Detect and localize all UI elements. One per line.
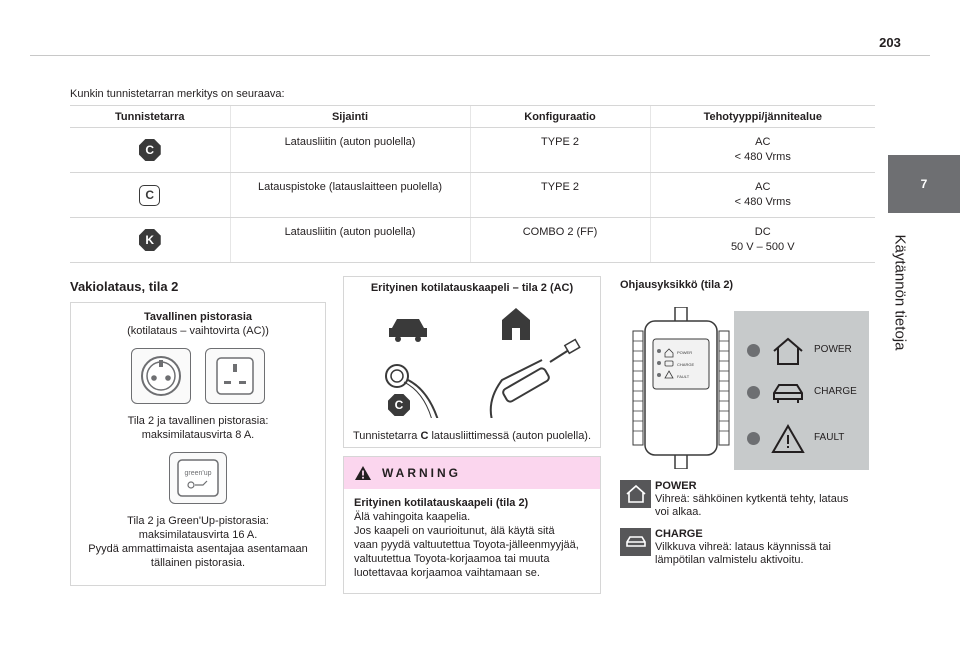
control-unit-title: Ohjausyksikkö (tila 2) [620,279,734,291]
greenup-socket-text: Tila 2 ja Green'Up-pistorasia: [127,515,269,527]
tag-table: Tunnistetarra Sijainti Konfiguraatio Teh… [70,105,875,263]
chapter-title-text: Käytännön tietoja [891,234,909,350]
control-unit-cable-icon [489,338,581,421]
warning-line: Älä vahingoita kaapelia. [354,511,471,523]
device-power-label: POWER [677,350,692,355]
warning-box: WARNING Erityinen kotilatauskaapeli (til… [343,456,601,594]
warning-triangle-icon [355,466,371,480]
page-number: 203 [879,35,901,50]
socket-box-subtitle: (kotilataus – vaihtovirta (AC)) [127,325,269,337]
col-header-config: Konfiguraatio [469,105,650,128]
greenup-label: green'up [184,470,211,477]
legend-charge: CHARGE Vilkkuva vihreä: lataus käynnissä… [620,528,870,567]
section-title-standard-charging: Vakiolataus, tila 2 [70,279,179,294]
tag-c-filled-icon: C [138,139,161,161]
home-icon [502,308,530,340]
panel-row-charge: CHARGE [734,373,869,413]
greenup-socket-icon: green'up [169,452,227,504]
home-icon [773,337,803,365]
row-power: AC< 480 Vrms [649,127,875,173]
intro-text: Kunkin tunnistetarran merkitys on seuraa… [70,88,285,100]
row-power: AC< 480 Vrms [649,172,875,218]
charge-led [747,386,760,399]
row-config: TYPE 2 [469,127,650,173]
header-rule [30,55,930,56]
home-cable-title: Erityinen kotilatauskaapeli – tila 2 (AC… [370,282,574,294]
warning-header: WARNING [344,457,600,489]
panel-row-fault: FAULT [734,419,869,459]
row-config: TYPE 2 [469,172,650,218]
household-socket-box: Tavallinen pistorasia (kotilataus – vaih… [70,302,326,586]
row-location: Latausliitin (auton puolella) [229,217,470,263]
warning-line: luotettavaa korjaamoa vaihtamaan se. [354,567,540,579]
table-row: C Latausliitin (auton puolella) TYPE 2 A… [70,127,875,173]
warning-body-title: Erityinen kotilatauskaapeli (tila 2) [354,497,529,509]
device-fault-label: FAULT [677,374,690,379]
car-icon [773,384,803,403]
control-unit-device-illustration: POWER CHARGE FAULT [631,306,731,470]
panel-row-power: POWER [734,331,869,371]
home-icon [620,480,651,508]
col-header-power: Tehotyyppi/jännitealue [649,105,875,128]
legend-power: POWER Vihreä: sähköinen kytkentä tehty, … [620,480,870,519]
indicator-panel: POWER CHARGE FAULT [734,311,869,470]
home-cable-box: Erityinen kotilatauskaapeli – tila 2 (AC… [343,276,601,448]
row-location: Latauspistoke (latauslaitteen puolella) [229,172,470,218]
fault-led [747,432,760,445]
warning-line: Jos kaapeli on vaurioitunut, älä käytä s… [354,525,555,537]
type-g-socket-icon [205,348,265,404]
warning-triangle-icon [771,423,805,453]
type-e-socket-icon [131,348,191,404]
car-icon [620,528,651,556]
warning-line: valtuutettua Toyota-korjaamoa tai muuta [354,553,550,565]
cable-illustration: C [352,298,592,421]
connector-plug-icon [385,364,439,421]
tag-k-filled-icon: K [138,229,161,251]
device-charge-label: CHARGE [677,362,694,367]
table-row: K Latausliitin (auton puolella) COMBO 2 … [70,217,875,263]
col-header-location: Sijainti [229,105,470,128]
socket-box-title: Tavallinen pistorasia [143,311,252,323]
tag-c-filled-icon: C [388,394,410,416]
cable-caption: Tunnistetarra C latausliittimessä (auton… [352,430,592,442]
warning-title: WARNING [382,466,461,480]
col-header-tag: Tunnistetarra [70,105,230,128]
table-header-row: Tunnistetarra Sijainti Konfiguraatio Teh… [70,105,875,128]
tag-c-outline-icon: C [139,184,161,206]
power-led [747,344,760,357]
standard-socket-text: Tila 2 ja tavallinen pistorasia: [127,415,269,427]
table-row: C Latauspistoke (latauslaitteen puolella… [70,172,875,218]
row-location: Latausliitin (auton puolella) [229,127,470,173]
chapter-tab[interactable]: 7 [888,155,960,213]
row-config: COMBO 2 (FF) [469,217,650,263]
chapter-title: Käytännön tietoja [880,222,920,362]
warning-line: vaan pyydä valtuutettua Toyota-jälleenmy… [354,539,579,551]
car-icon [389,319,427,342]
